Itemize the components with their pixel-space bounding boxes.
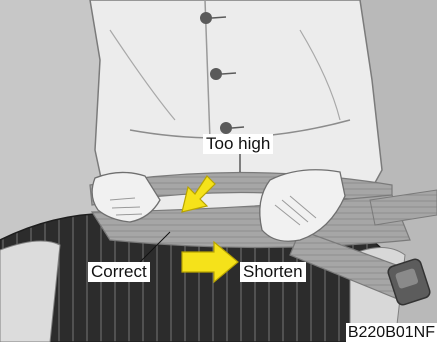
button-thread — [232, 127, 244, 128]
button-thread — [212, 17, 226, 18]
button-2 — [210, 68, 222, 80]
shorten-label: Shorten — [240, 262, 306, 282]
left-leg — [0, 241, 60, 342]
figure-code: B220B01NF — [346, 323, 437, 342]
button-thread — [222, 73, 236, 74]
button-3 — [220, 122, 232, 134]
button-1 — [200, 12, 212, 24]
correct-label: Correct — [88, 262, 150, 282]
too-high-label: Too high — [203, 134, 273, 154]
